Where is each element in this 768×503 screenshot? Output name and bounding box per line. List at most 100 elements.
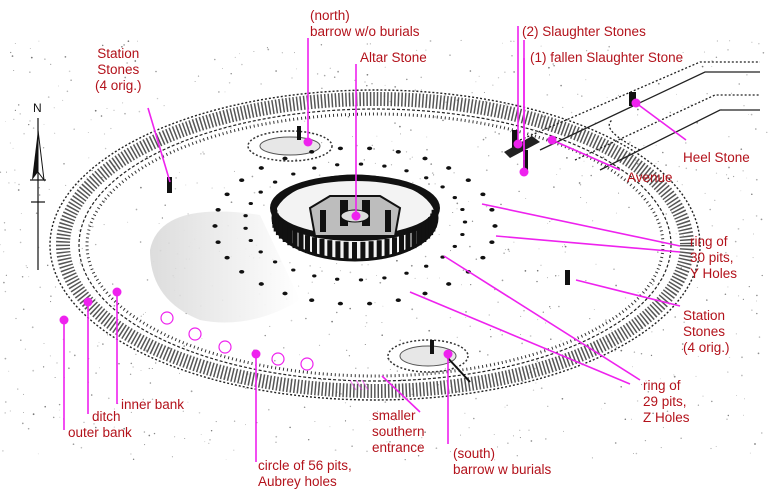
- y-hole: [337, 301, 343, 306]
- y-hole: [282, 156, 288, 161]
- sarsen-upright: [282, 224, 288, 242]
- sarsen-upright: [343, 241, 349, 260]
- sarsen-upright: [335, 241, 341, 260]
- y-hole: [422, 291, 428, 296]
- south-barrow: [387, 339, 471, 383]
- sarsen-upright: [319, 238, 325, 257]
- z-hole: [248, 201, 253, 206]
- station-stone-nw: [167, 177, 172, 193]
- z-hole: [258, 250, 263, 254]
- interior-shading: [150, 211, 300, 323]
- y-hole: [465, 178, 471, 183]
- sarsen-upright: [275, 217, 281, 236]
- y-hole: [224, 192, 230, 197]
- background-stipple: [0, 39, 768, 461]
- southern-entrance: [349, 379, 369, 391]
- sarsen-upright: [305, 235, 310, 254]
- sarsen-upright: [292, 230, 298, 249]
- y-hole: [258, 166, 264, 170]
- north-letter: N: [33, 101, 42, 115]
- sarsen-upright: [399, 235, 404, 254]
- y-hole: [367, 301, 373, 306]
- z-hole: [312, 274, 317, 278]
- sarsen-upright: [298, 232, 304, 251]
- avenue: [519, 61, 760, 171]
- z-hole: [335, 277, 340, 281]
- z-hole: [291, 268, 296, 272]
- y-hole: [489, 240, 495, 245]
- label-fallen-slaughter-stone: (1) fallen Slaughter Stone: [530, 50, 684, 65]
- sarsen-upright: [360, 241, 366, 260]
- label-station-stones-top: Station Stones (4 orig.): [95, 46, 142, 93]
- y-hole: [309, 298, 315, 303]
- z-hole: [460, 232, 465, 237]
- y-hole: [422, 156, 428, 161]
- z-hole: [248, 238, 253, 243]
- sarsen-upright: [287, 227, 293, 246]
- label-southern-entrance: smaller southern entrance: [372, 408, 425, 455]
- sarsen-upright: [376, 240, 382, 259]
- y-holes-ring: [212, 146, 498, 306]
- inner-bank: [78, 108, 672, 382]
- sarsen-upright: [431, 209, 437, 228]
- sarsen-upright: [416, 227, 422, 246]
- label-z-holes: ring of 29 pits, Z Holes: [643, 378, 690, 425]
- y-hole: [446, 282, 452, 286]
- z-hole: [358, 162, 364, 166]
- heel-stone: [629, 92, 636, 106]
- z-hole: [462, 220, 468, 224]
- fallen-slaughter-stone: [504, 136, 540, 158]
- z-hole: [382, 164, 387, 168]
- z-hole: [272, 260, 278, 264]
- sarsen-upright: [352, 242, 357, 260]
- leader-endpoints: [59, 98, 641, 359]
- label-ditch: ditch: [92, 409, 121, 424]
- label-south-barrow: (south) barrow w burials: [453, 446, 552, 477]
- sarsen-upright: [425, 220, 431, 239]
- sarsen-upright: [405, 232, 411, 251]
- label-avenue: Avenue: [627, 170, 673, 185]
- station-stone-se: [565, 270, 570, 285]
- aubrey-holes: [160, 311, 314, 371]
- z-hole: [272, 180, 278, 184]
- north-arrow: N: [30, 101, 46, 270]
- label-heel-stone: Heel Stone: [683, 150, 750, 165]
- y-hole: [492, 224, 498, 228]
- label-altar-stone: Altar Stone: [360, 50, 427, 65]
- y-hole: [258, 282, 264, 286]
- z-holes-ring: [243, 162, 468, 282]
- label-y-holes: ring of 30 pits, Y Holes: [690, 234, 738, 281]
- z-hole: [358, 278, 364, 282]
- label-station-stones-right: Station Stones (4 orig.): [683, 308, 730, 355]
- y-hole: [212, 224, 218, 228]
- outer-bank: [49, 89, 701, 401]
- z-hole: [291, 172, 296, 176]
- y-hole: [367, 146, 373, 151]
- z-hole: [312, 166, 317, 170]
- label-slaughter-stones: (2) Slaughter Stones: [522, 24, 646, 39]
- z-hole: [243, 226, 248, 230]
- y-hole: [224, 255, 230, 260]
- leader-lines: [63, 26, 687, 462]
- label-inner-bank: inner bank: [121, 397, 185, 412]
- sarsen-upright: [368, 241, 374, 260]
- y-hole: [395, 298, 401, 303]
- y-hole: [215, 240, 221, 245]
- z-hole: [404, 169, 409, 173]
- slaughter-stone-fallen-upright: [523, 150, 528, 170]
- sarsen-upright: [312, 237, 317, 256]
- z-hole: [258, 190, 263, 194]
- sarsen-upright: [421, 224, 427, 242]
- y-hole: [446, 166, 452, 170]
- y-hole: [239, 269, 245, 274]
- z-hole: [460, 207, 465, 212]
- z-hole: [440, 255, 445, 259]
- y-hole: [215, 207, 221, 212]
- y-hole: [337, 146, 343, 151]
- z-hole: [404, 271, 409, 275]
- y-hole: [480, 192, 486, 197]
- y-hole: [480, 255, 486, 260]
- north-barrow: [247, 126, 333, 162]
